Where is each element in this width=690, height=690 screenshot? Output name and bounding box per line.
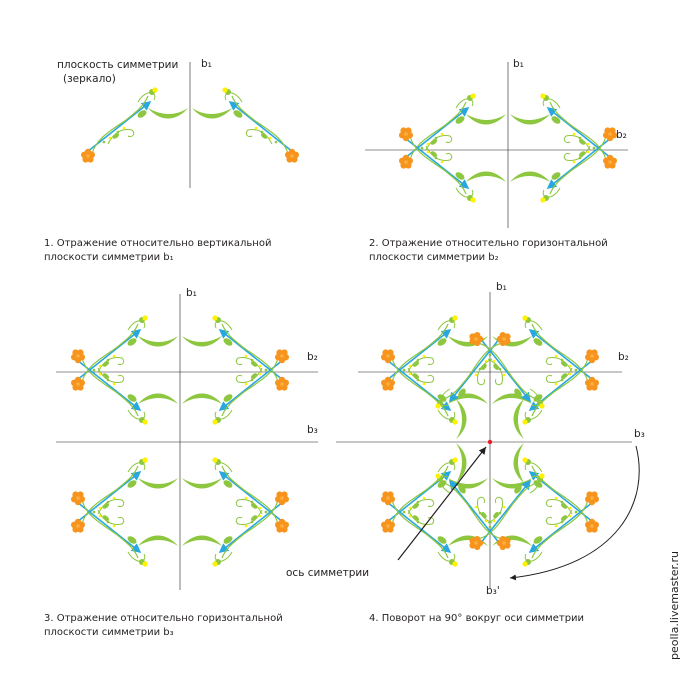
axis-of-symmetry-label: ось симметрии bbox=[286, 567, 370, 579]
caption-1-line1: 1. Отражение относительно вертикальной bbox=[44, 238, 272, 249]
caption-4: 4. Поворот на 90° вокруг оси симметрии bbox=[369, 613, 585, 624]
mirror-label-sub: (зеркало) bbox=[63, 73, 116, 85]
mirror-label: плоскость симметрии bbox=[57, 59, 179, 71]
axis-b1-panel3: b₁ bbox=[186, 287, 197, 299]
watermark: peolla.livemaster.ru bbox=[668, 551, 681, 660]
panel-3 bbox=[56, 294, 318, 590]
caption-2-line2: плоскости симметрии b₂ bbox=[369, 252, 499, 263]
axis-b2-panel4: b₂ bbox=[618, 351, 629, 363]
axis-b2-panel3: b₂ bbox=[307, 351, 318, 363]
axis-b1-panel1: b₁ bbox=[201, 58, 212, 70]
axis-b2-panel2: b₂ bbox=[616, 129, 627, 141]
panel-4 bbox=[336, 292, 640, 588]
caption-1-line2: плоскости симметрии b₁ bbox=[44, 252, 174, 263]
axis-b3-panel4: b₃ bbox=[634, 428, 645, 440]
axis-b1-panel2: b₁ bbox=[513, 58, 524, 70]
caption-2-line1: 2. Отражение относительно горизонтальной bbox=[369, 238, 608, 249]
caption-3-line1: 3. Отражение относительно горизонтальной bbox=[44, 613, 283, 624]
panel-2 bbox=[365, 62, 628, 228]
axis-b3-panel3: b₃ bbox=[307, 424, 318, 436]
axis-b1-panel4: b₁ bbox=[496, 281, 507, 293]
axis-b3-rotated: b₃' bbox=[486, 585, 500, 597]
caption-3: 3. Отражение относительно горизонтальной… bbox=[44, 612, 283, 640]
caption-1: 1. Отражение относительно вертикальной п… bbox=[44, 237, 271, 265]
panel-1 bbox=[81, 62, 299, 188]
caption-3-line2: плоскости симметрии b₃ bbox=[44, 627, 174, 638]
caption-2: 2. Отражение относительно горизонтальной… bbox=[369, 237, 608, 265]
